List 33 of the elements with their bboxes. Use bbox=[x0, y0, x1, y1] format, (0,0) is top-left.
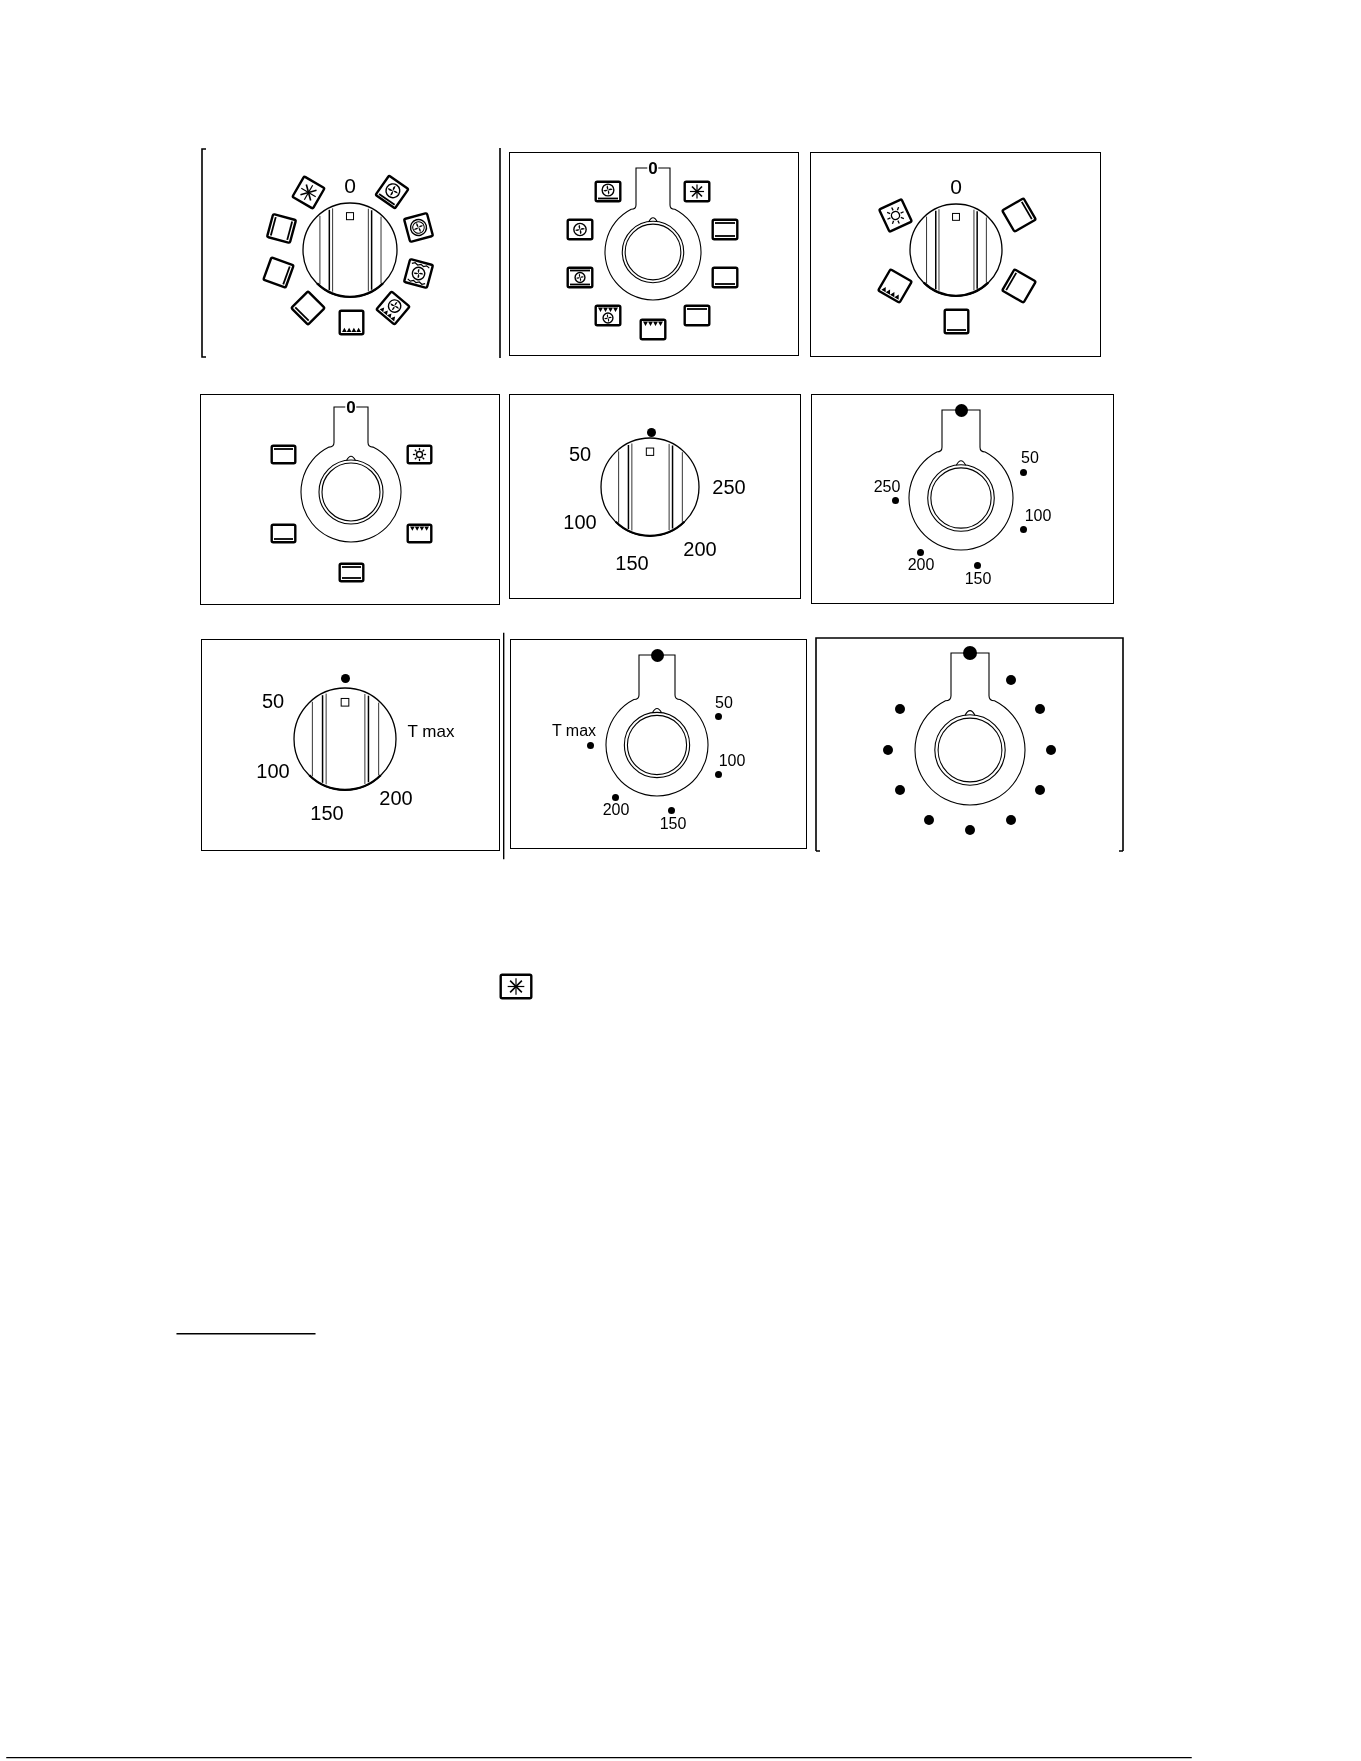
dial-panel bbox=[509, 394, 801, 599]
temperature-label: T max bbox=[551, 723, 597, 739]
dial-panel bbox=[510, 639, 807, 849]
temperature-label: 100 bbox=[1024, 508, 1052, 524]
temperature-label: 150 bbox=[310, 803, 344, 823]
dial-panel bbox=[200, 148, 501, 358]
dial-panel bbox=[815, 637, 1124, 852]
position-label: 0 bbox=[344, 174, 356, 196]
dial-panel bbox=[200, 394, 500, 605]
dial-panel bbox=[201, 639, 500, 851]
temperature-label: T max bbox=[407, 722, 455, 740]
temperature-label: 200 bbox=[683, 539, 717, 559]
temperature-label: 50 bbox=[1021, 450, 1039, 466]
temperature-label: 100 bbox=[718, 753, 746, 769]
temperature-label: 150 bbox=[615, 553, 649, 573]
temperature-label: 200 bbox=[602, 802, 630, 818]
temperature-label: 250 bbox=[873, 479, 901, 495]
temperature-label: 50 bbox=[261, 691, 285, 711]
dial-panel bbox=[810, 152, 1101, 357]
temperature-label: 100 bbox=[563, 512, 597, 532]
temperature-label: 50 bbox=[568, 444, 592, 464]
temperature-label: 100 bbox=[256, 761, 290, 781]
dial-panel bbox=[811, 394, 1114, 604]
temperature-label: 200 bbox=[379, 788, 413, 808]
position-label: 0 bbox=[950, 175, 962, 197]
temperature-label: 200 bbox=[907, 557, 935, 573]
temperature-label: 150 bbox=[964, 571, 992, 587]
temperature-label: 50 bbox=[715, 695, 733, 711]
temperature-label: 150 bbox=[659, 816, 687, 832]
position-label: 0 bbox=[647, 159, 659, 177]
temperature-label: 250 bbox=[712, 477, 746, 497]
dial-panel bbox=[509, 152, 799, 356]
position-label: 0 bbox=[345, 398, 357, 416]
